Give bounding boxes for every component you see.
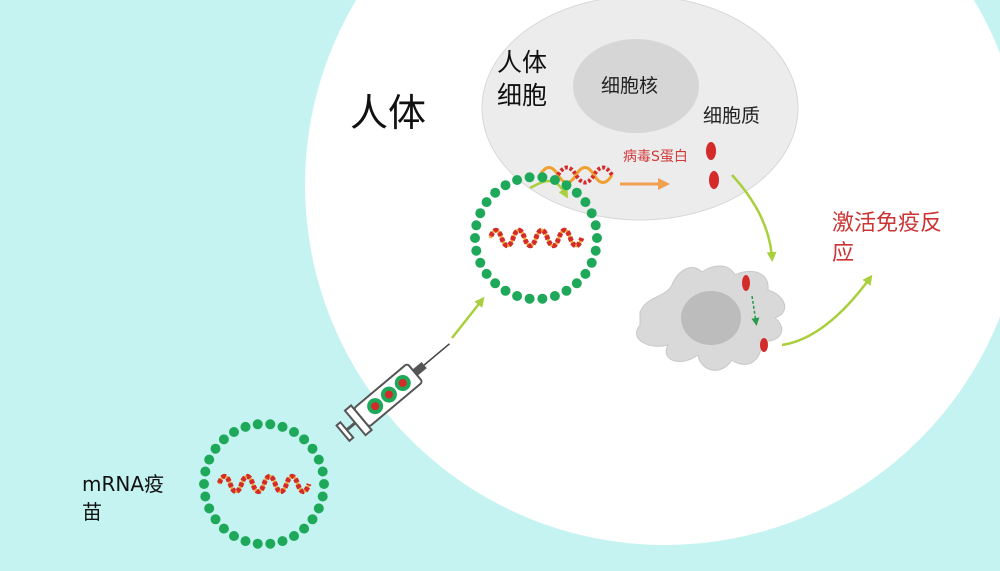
human-body xyxy=(305,0,1000,545)
lipid-dot xyxy=(277,421,288,432)
lipid-dot xyxy=(561,180,572,191)
mrna-coding-region xyxy=(216,474,312,494)
arrow-into-cell xyxy=(529,179,568,199)
lipid-dot xyxy=(490,187,501,198)
lipid-dot xyxy=(512,291,523,301)
lipid-dot xyxy=(307,514,318,525)
lipid-dot xyxy=(571,187,582,198)
label-nucleus: 细胞核 xyxy=(601,75,659,97)
lipid-dot xyxy=(200,466,211,477)
lipid-dot xyxy=(200,491,211,502)
lipid-dot xyxy=(289,531,299,541)
lipid-dot xyxy=(252,419,263,430)
lipid-dot xyxy=(240,536,251,547)
lipid-dot xyxy=(561,285,572,296)
label-spike-protein: 病毒S蛋白 xyxy=(623,149,688,165)
lipid-dot xyxy=(592,233,602,243)
lipid-dot xyxy=(586,208,597,219)
lipid-dot xyxy=(240,421,251,432)
lipid-dot xyxy=(313,503,324,514)
nucleus xyxy=(573,39,699,133)
lipid-dot xyxy=(549,291,560,301)
lipid-dot xyxy=(265,538,276,549)
label-mrna-vaccine: mRNA疫苗 xyxy=(82,472,165,524)
lipid-dot xyxy=(299,523,310,534)
immune-cell xyxy=(636,265,786,371)
label-human-cell: 人体细胞 xyxy=(497,48,548,110)
arrow-to-body xyxy=(451,296,485,339)
arrow-to-immune-cell xyxy=(731,174,777,262)
label-activate-immune: 激活免疫反应 xyxy=(832,211,943,266)
lipid-dot xyxy=(229,531,239,541)
lipid-dot xyxy=(481,197,492,208)
lipid-dot xyxy=(277,536,288,547)
lipid-dot xyxy=(580,197,591,208)
lipid-dot xyxy=(475,208,486,219)
cell-mrna xyxy=(538,165,614,185)
lipid-nanoparticle-inner xyxy=(470,172,602,304)
lipid-nanoparticle-vaccine xyxy=(199,419,329,549)
lipid-dot xyxy=(204,503,215,514)
lipid-dot xyxy=(490,278,501,289)
lipid-dot xyxy=(252,538,263,549)
lipid-dot xyxy=(549,175,560,185)
lipid-dot xyxy=(590,220,601,231)
lipid-dot xyxy=(470,233,480,243)
label-human-body: 人体 xyxy=(350,91,427,135)
lipid-dot xyxy=(229,427,239,437)
lipid-dot xyxy=(524,172,535,183)
lipid-dot xyxy=(289,427,299,437)
lipid-dot xyxy=(317,491,328,502)
lipid-dot xyxy=(218,523,229,534)
lipid-dot xyxy=(471,245,482,256)
lipid-dot xyxy=(500,180,511,191)
lipid-dot xyxy=(586,257,597,268)
lipid-dot xyxy=(299,434,310,445)
lipid-dot xyxy=(580,268,591,279)
lipid-dot xyxy=(265,419,276,430)
lipid-dot xyxy=(537,293,548,304)
lipid-dot xyxy=(317,466,328,477)
presented-spike-proteins xyxy=(742,275,768,352)
lipid-dot xyxy=(500,285,511,296)
arrow-to-activation xyxy=(781,274,873,347)
lipid-dot xyxy=(481,268,492,279)
mrna-coding-region xyxy=(487,227,585,249)
lipid-dot xyxy=(307,443,318,454)
lipid-dot xyxy=(313,454,324,465)
lipid-dot xyxy=(537,172,548,183)
lipid-dot xyxy=(319,479,329,489)
lipid-dot xyxy=(210,514,221,525)
lipid-dot xyxy=(218,434,229,445)
lipid-dot xyxy=(571,278,582,289)
label-cytoplasm: 细胞质 xyxy=(703,105,761,127)
lipid-dot xyxy=(471,220,482,231)
lipid-dot xyxy=(475,257,486,268)
lipid-dot xyxy=(524,293,535,304)
internal-arrow xyxy=(751,295,760,326)
lipid-dot xyxy=(210,443,221,454)
lipid-dot xyxy=(512,175,523,185)
spike-proteins xyxy=(706,142,719,189)
lipid-dot xyxy=(199,479,209,489)
syringe-icon xyxy=(335,343,450,443)
lipid-dot xyxy=(590,245,601,256)
lipid-dot xyxy=(204,454,215,465)
